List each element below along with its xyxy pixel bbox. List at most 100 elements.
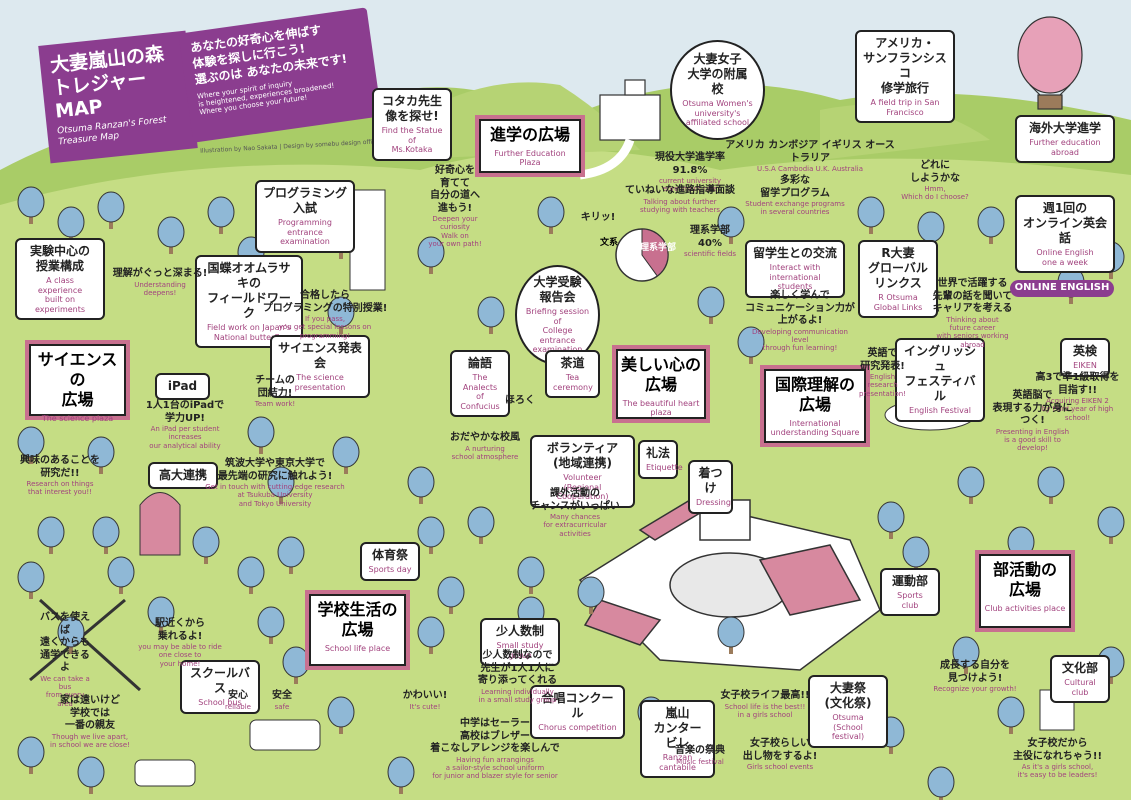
box-sports-day: 体育祭 Sports day [360, 542, 420, 581]
box-title: R大妻 グローバルリンクス [868, 246, 928, 290]
label-jp: 女子校だから 主役になれちゃう!! [1012, 738, 1103, 762]
box-sports-club: 運動部 Sports club [880, 568, 940, 617]
label-bus-ride: 駅近くから 乗れるよ!you may be able to ride one c… [135, 618, 225, 668]
label-science-fields: 理系学部 40%scientific fields [675, 225, 745, 258]
tree-crown [902, 536, 930, 568]
tree-crown [107, 556, 135, 588]
box-title: プログラミング入試 [263, 186, 348, 215]
box-analects: 論語 The Analects of Confucius [450, 350, 510, 418]
tree-crown [577, 576, 605, 608]
box-title: 文化部 [1061, 661, 1098, 675]
label-en: Recognize your growth! [933, 685, 1017, 693]
tree-crown [387, 756, 415, 788]
label-horoku: ほろく [500, 395, 540, 408]
box-science-presentation: サイエンス発表会 The science presentation [270, 335, 370, 399]
label-jp: ほろく [505, 395, 535, 406]
box-etiquette: 礼法 Etiquette [638, 440, 683, 479]
label-en: Deepen your curiosity Walk on your own p… [428, 215, 482, 249]
box-title: 大学受験 報告会 [533, 275, 582, 304]
label-en: current university enrollment rate [658, 177, 722, 194]
box-en: Online English one a week [1036, 248, 1094, 267]
tree-crown [917, 211, 945, 243]
pie-label-left: 文系 [600, 238, 619, 248]
tree-crown [697, 286, 725, 318]
label-jp: 筑波大学や東京大学で 最先端の研究に触れよう! [217, 458, 333, 482]
sign-en: The science plaza [41, 414, 114, 423]
box-small-group: 少人数制 Small study group [480, 618, 560, 667]
label-jp: 興味のあることを 研究だ!! [20, 455, 100, 479]
tree-crown [467, 506, 495, 538]
tree-crown [717, 206, 745, 238]
university-building [579, 79, 661, 180]
label-en: Student exchange programs in several cou… [745, 200, 845, 217]
sign-title: 美しい心の 広場 [620, 355, 701, 394]
tree-crown [207, 196, 235, 228]
tree-crown [977, 206, 1005, 238]
sign-beautiful-heart: 美しい心の 広場 The beautiful heart plaza [612, 345, 710, 423]
box-title: 着つけ [698, 466, 723, 495]
tree-crown [157, 216, 185, 248]
label-en: Team work! [254, 400, 296, 408]
label-jp: 少人数制なので 先生が1人1人に 寄り添ってくれる [477, 650, 558, 686]
tree-crown [477, 296, 505, 328]
label-en: Though we live apart, in school we are c… [50, 732, 130, 749]
tree-crown [417, 516, 445, 548]
title-banner: 大妻嵐山の森 トレジャーMAP Otsuma Ranzan's Forest T… [38, 30, 198, 164]
box-butterfly: 国蝶オオムラサキの フィールドワーク Field work on Japan's… [195, 255, 303, 349]
box-title: 茶道 [560, 356, 585, 370]
box-en: Tea ceremony [553, 373, 593, 392]
label-jp: 安全 [272, 690, 292, 701]
sign-en: International understanding Square [770, 419, 860, 437]
sign-science-plaza: サイエンスの 広場 The science plaza [25, 340, 130, 423]
label-ipad: 1人1台のiPadで 学力UP!An iPad per student incr… [135, 400, 235, 450]
label-kiri: キリッ! [578, 212, 618, 225]
tree-crown [517, 556, 545, 588]
box-en: Find the Statue of Ms.Kotaka [381, 126, 443, 155]
box-en: Field work on Japan's National butterfly [206, 323, 292, 342]
box-programming: プログラミング入試 Programming entrance examinati… [255, 180, 355, 253]
box-title: 大妻女子 大学の附属校 [687, 52, 748, 96]
label-en: Acquiring EIKEN 2 by third year of high … [1041, 397, 1114, 422]
hot-air-balloon [1017, 16, 1083, 110]
school-bus-1 [249, 719, 321, 751]
label-en: Talking about further studying with teac… [640, 197, 720, 214]
tree-crown [1097, 506, 1125, 538]
box-en: Sports day [368, 565, 412, 574]
tree-crown [17, 426, 45, 458]
label-eiken-goal: 高3で準1級取得を 目指す!!Acquiring EIKEN 2 by thir… [1030, 372, 1125, 422]
tree-crown [257, 606, 285, 638]
label-english-skill: 英語脳で 表現する力が身につく!Presenting in English is… [990, 390, 1075, 453]
label-jp: 課外活動の チャンスがいっぱい [530, 488, 620, 512]
tree-crown [17, 186, 45, 218]
box-en: Dressing [696, 498, 731, 507]
tree-crown [57, 616, 85, 648]
box-cultural-club: 文化部 Cultural club [1050, 655, 1110, 704]
label-jp: 英語脳で 表現する力が身につく! [992, 390, 1073, 426]
sign-international: 国際理解の 広場 International understanding Squ… [760, 365, 870, 447]
box-dressing: 着つけ Dressing [688, 460, 733, 514]
label-jp: 好奇心を 育てて 自分の道へ 進もう! [430, 165, 480, 214]
tree-crown [237, 556, 265, 588]
tree-crown [877, 501, 905, 533]
label-jp: どれに しようかな [910, 160, 960, 184]
label-girls-life: 女子校ライフ最高!!School life is the best!! in a… [715, 690, 815, 719]
box-chorus: 合唱コンクール Chorus competition [530, 685, 625, 739]
label-en: Many chances for extracurricular activit… [543, 513, 607, 538]
tree-crown [1037, 466, 1065, 498]
box-tea: 茶道 Tea ceremony [545, 350, 600, 399]
box-en: Chorus competition [538, 723, 617, 732]
label-jp: 英語で 研究発表! [860, 348, 905, 372]
label-jp: 成長する自分を 見つけよう! [940, 660, 1010, 684]
label-english-presentation: 英語で 研究発表!English research presentation! [855, 348, 910, 398]
flowchart-board [349, 189, 386, 291]
box-title: 体育祭 [371, 548, 408, 562]
box-title: 留学生との交流 [753, 246, 837, 260]
box-cantabile: 嵐山 カンタービレ Ranzan cantabile [640, 700, 715, 779]
tree-crown [537, 196, 565, 228]
